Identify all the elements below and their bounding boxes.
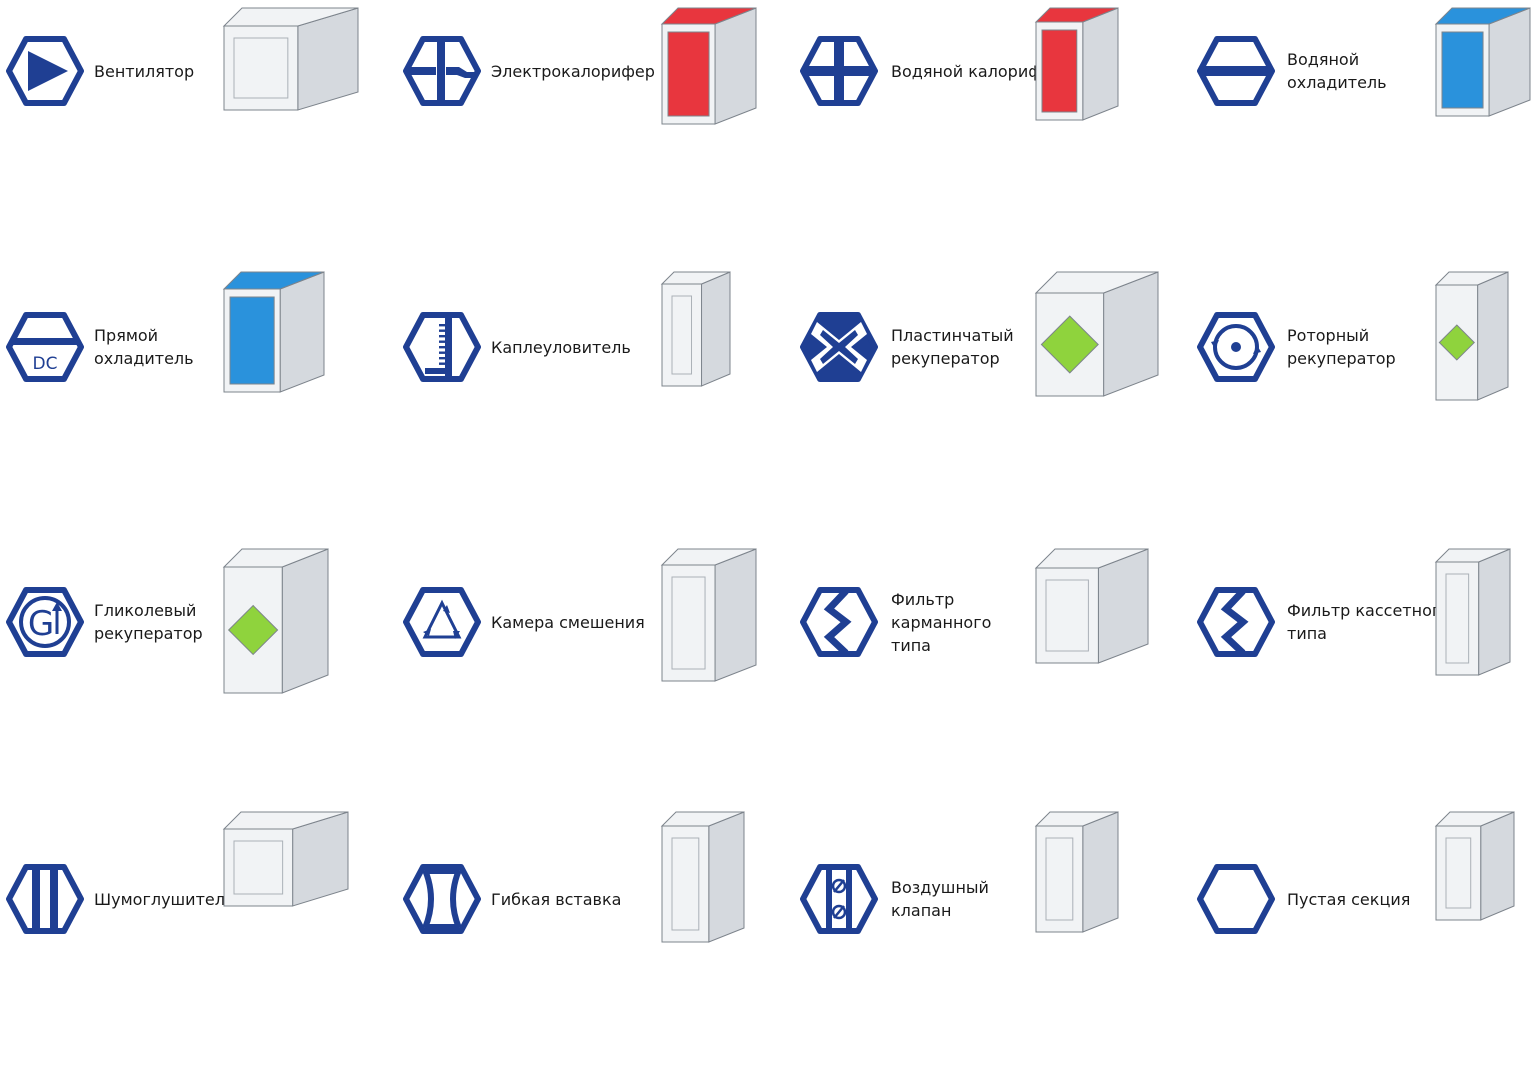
item-label: Камера смешения <box>491 612 645 632</box>
water-cooler-icon <box>1197 36 1275 106</box>
item-label: Электрокалорифер <box>491 61 655 81</box>
legend-item: G Гликолевый рекуператор <box>0 548 397 789</box>
legend-item: Водяной охладитель <box>1191 0 1534 238</box>
glycol-recuperator-unit-image <box>220 545 332 699</box>
item-label: Прямой охладитель <box>94 326 194 368</box>
legend-item: Фильтр кассетного типа <box>1191 548 1534 789</box>
item-label: Каплеуловитель <box>491 337 631 357</box>
water-heater-icon <box>800 36 878 106</box>
plate-recuperator-unit-image <box>1032 268 1162 402</box>
rotary-recuperator-unit-image <box>1432 268 1512 406</box>
pocket-filter-icon <box>800 587 878 657</box>
droplet-separator-icon <box>403 312 481 382</box>
rotary-recuperator-icon <box>1197 312 1275 382</box>
legend-item: Шумоглушитель <box>0 811 397 1066</box>
air-damper-icon <box>800 864 878 934</box>
legend-item: Роторный рекуператор <box>1191 271 1534 514</box>
flexible-connector-icon <box>403 864 481 934</box>
legend-item: Каплеуловитель <box>397 271 794 514</box>
empty-section-icon <box>1197 864 1275 934</box>
legend-item: Водяной калорифер <box>794 0 1191 238</box>
direct-cooler-unit-image <box>220 268 328 398</box>
cassette-filter-unit-image <box>1432 545 1514 681</box>
legend-item: Гибкая вставка <box>397 811 794 1066</box>
legend-item: DC Прямой охладитель <box>0 271 397 514</box>
glycol-recuperator-icon: G <box>6 587 84 657</box>
item-label: Пустая секция <box>1287 889 1411 909</box>
item-label: Пластинчатый рекуператор <box>891 326 1014 368</box>
item-label: Вентилятор <box>94 61 195 81</box>
mixing-chamber-unit-image <box>658 545 760 687</box>
svg-text:DC: DC <box>33 354 58 374</box>
cassette-filter-icon <box>1197 587 1275 657</box>
item-label: Воздушный клапан <box>891 878 989 920</box>
item-label: Роторный рекуператор <box>1287 326 1396 368</box>
water-heater-unit-image <box>1032 4 1122 126</box>
droplet-separator-unit-image <box>658 268 734 392</box>
legend-item: Воздушный клапан <box>794 811 1191 1066</box>
legend-item: Пустая секция <box>1191 811 1534 1066</box>
flexible-connector-unit-image <box>658 808 748 948</box>
electric-heater-icon <box>403 36 481 106</box>
water-cooler-unit-image <box>1432 4 1534 122</box>
empty-section-unit-image <box>1432 808 1518 926</box>
fan-icon <box>6 36 84 106</box>
pocket-filter-unit-image <box>1032 545 1152 669</box>
mixing-chamber-icon <box>403 587 481 657</box>
item-label: Шумоглушитель <box>94 889 235 909</box>
legend-item: Вентилятор <box>0 0 397 238</box>
item-label: Гликолевый рекуператор <box>94 601 203 643</box>
item-label: Гибкая вставка <box>491 889 622 909</box>
item-label: Фильтр карманного типа <box>891 589 992 655</box>
silencer-icon <box>6 864 84 934</box>
legend-item: Электрокалорифер <box>397 0 794 238</box>
air-damper-unit-image <box>1032 808 1122 938</box>
item-label: Водяной охладитель <box>1287 50 1387 92</box>
plate-recuperator-icon <box>800 312 878 382</box>
silencer-unit-image <box>220 808 352 912</box>
legend-item: Пластинчатый рекуператор <box>794 271 1191 514</box>
electric-heater-unit-image <box>658 4 760 130</box>
legend-item: Камера смешения <box>397 548 794 789</box>
fan-unit-image <box>220 4 362 116</box>
item-label: Фильтр кассетного типа <box>1287 601 1451 643</box>
direct-cooler-icon: DC <box>6 312 84 382</box>
legend-item: Фильтр карманного типа <box>794 548 1191 789</box>
svg-text:G: G <box>28 604 54 644</box>
